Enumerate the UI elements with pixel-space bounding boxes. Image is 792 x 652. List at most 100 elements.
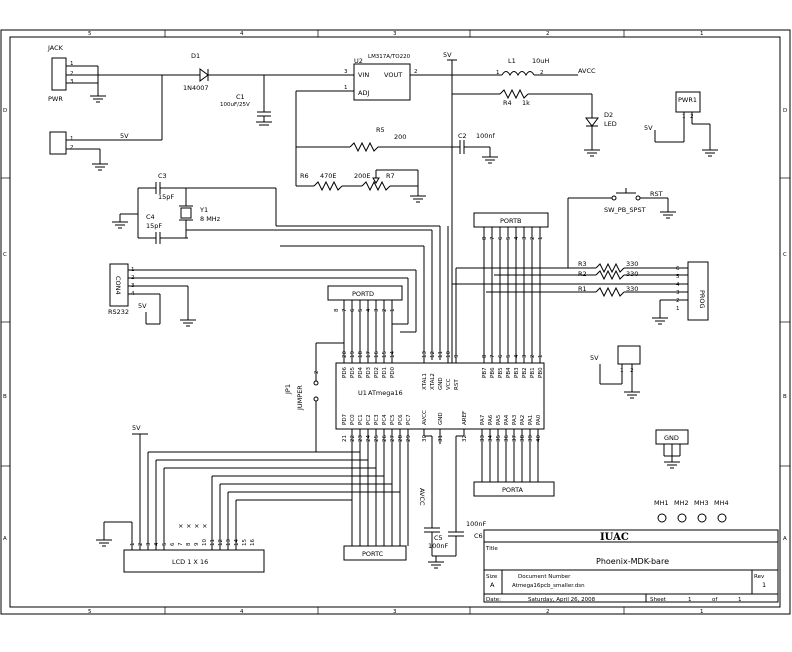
c2-value: 100nf [476, 132, 496, 140]
u1-pin-number: 4 [514, 354, 520, 358]
mounting-holes: MH1 MH2 MH3 MH4 [654, 499, 729, 523]
r2-label: R2 [578, 270, 587, 278]
prog-label: PROG [698, 290, 706, 309]
c3-value: 15pF [158, 193, 174, 201]
prog-connector: PROG 6 5 4 3 2 1 R3 R2 R1 330 330 330 [452, 260, 709, 325]
portd-pin-number: 7 [342, 308, 348, 312]
svg-text:3: 3 [344, 69, 348, 75]
c4-value: 15pF [146, 222, 162, 230]
border-col-4: 4 [240, 31, 244, 37]
border-col-3-bottom: 3 [393, 609, 397, 615]
lcd-pin-number: 6 [170, 542, 176, 546]
u1-pin-label: PC3 [374, 414, 380, 425]
u1-pin-number: 8 [482, 354, 488, 358]
r6-label: R6 [300, 172, 309, 180]
gnd-connector: GND [655, 429, 689, 469]
svg-text:2: 2 [540, 70, 544, 76]
drawing-title: Phoenix-MDK-bare [596, 557, 669, 566]
date-label: Date: [486, 597, 501, 603]
svg-text:5: 5 [676, 274, 680, 280]
portd-pin-number: 8 [334, 308, 340, 312]
svg-text:2: 2 [676, 298, 680, 304]
lcd-pin-number: 8 [186, 542, 192, 546]
lcd-pin-number: 3 [146, 542, 152, 546]
company-name: IUAC [600, 532, 629, 543]
d2-part: LED [604, 120, 617, 128]
lcd-pin-number: 9 [194, 542, 200, 546]
con4-label: CON4 [114, 276, 122, 295]
r3-label: R3 [578, 260, 587, 268]
r1-label: R1 [578, 285, 587, 293]
border-row-b-right: B [783, 394, 787, 400]
mh4-label: MH4 [714, 499, 729, 507]
5v-label-jack: 5V [120, 132, 129, 140]
u1-pin-label: PA6 [488, 414, 494, 425]
border-col-3: 3 [393, 31, 397, 37]
u1-pin-number: 29 [406, 435, 412, 442]
u1-pin-number: 11 [438, 351, 444, 358]
u1-pin-label: VCC [446, 378, 452, 390]
portd-pin-number: 6 [350, 308, 356, 312]
u1-pin-number: 40 [536, 435, 542, 442]
portb-pin-number: 3 [522, 236, 528, 240]
reset-switch: RST SW_PB_SPST [567, 188, 676, 268]
mh3-label: MH3 [694, 499, 709, 507]
u1-pin-label: AVCC [422, 410, 428, 425]
border-row-a: A [3, 536, 7, 542]
u1-pin-label: RST [454, 379, 460, 390]
u1-pin-number: 28 [398, 435, 404, 442]
u1-pin-label: PA4 [504, 414, 510, 425]
u1-pin-number: 19 [350, 351, 356, 358]
no-connect-mark: × [178, 522, 183, 530]
portb-pin-number: 2 [530, 237, 536, 241]
pwr-label: PWR [48, 95, 63, 103]
mh2-label: MH2 [674, 499, 689, 507]
u2-adj: ADJ [358, 89, 369, 97]
border-col-1: 1 [700, 31, 704, 37]
gnd-connector-label: GND [664, 434, 679, 442]
u1-pin-label: XTAL2 [430, 373, 436, 390]
u1-pin-label: PA1 [528, 415, 534, 425]
r4-value: 1k [522, 99, 530, 107]
border-col-2: 2 [546, 31, 550, 37]
u1-pin-number: 20 [342, 351, 348, 358]
portb-pin-number: 7 [490, 236, 496, 240]
y1-value: 8 MHz [200, 215, 221, 223]
u2-regulator [353, 63, 411, 101]
sw-label: SW_PB_SPST [604, 206, 646, 214]
r2-value: 330 [626, 270, 638, 278]
no-connect-mark: × [186, 522, 191, 530]
u1-pin-label: PA7 [480, 414, 486, 425]
u1-pin-number: 13 [422, 351, 428, 358]
u1-pin-number: 12 [430, 351, 436, 358]
rev-label: Rev [754, 574, 765, 580]
border-col-4-bottom: 4 [240, 609, 244, 615]
avcc-label-c5: AVCC [418, 488, 426, 506]
u1-pin-label: PB5 [498, 367, 504, 378]
u1-pin-number: 6 [498, 354, 504, 358]
u1-pin-label: PA2 [520, 415, 526, 425]
lcd-pin-number: 4 [154, 542, 160, 546]
u1-pin-label: PC2 [366, 414, 372, 425]
svg-text:1: 1 [344, 85, 348, 91]
c5-value: 100nF [428, 542, 449, 550]
c2-label: C2 [458, 132, 467, 140]
u1-pin-number: 24 [366, 435, 372, 442]
u1-atmega16: U1 ATmega16 PD620PD519PD418PD317PD216PD1… [280, 226, 568, 546]
lcd-pin-number: 16 [250, 539, 256, 546]
u1-part: ATmega16 [368, 389, 403, 397]
mh3-hole [697, 513, 707, 523]
crystal-section: C3 15pF Y1 8 MHz C4 15pF [112, 172, 441, 360]
docnum-label: Document Number [518, 574, 571, 580]
mh1-label: MH1 [654, 499, 669, 507]
u1-pin-label: PD5 [350, 366, 356, 378]
svg-text:1: 1 [676, 306, 680, 312]
r7-value: 200E [354, 172, 371, 180]
border-col-1-bottom: 1 [700, 609, 704, 615]
avcc-label: AVCC [578, 67, 596, 75]
size-value: A [490, 581, 495, 589]
u1-pin-number: 36 [504, 435, 510, 442]
u1-pin-label: PA5 [496, 414, 502, 425]
c6-label: C6 [474, 532, 483, 540]
